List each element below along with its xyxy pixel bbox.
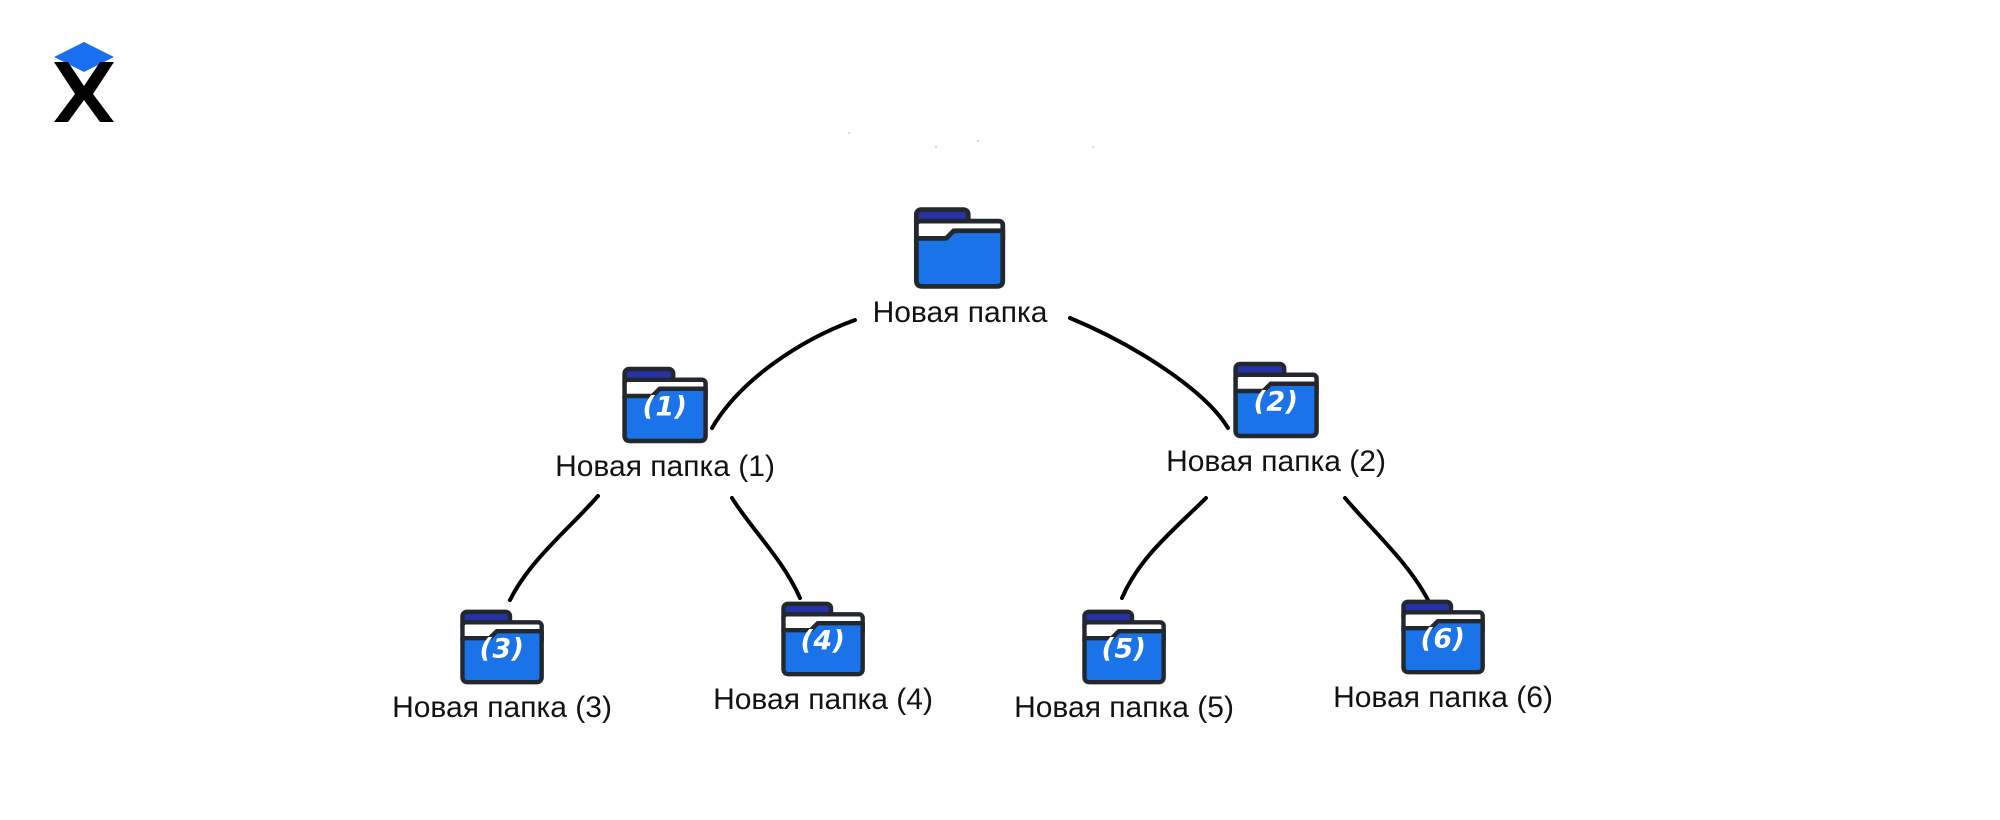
- edge-n1-n4: [730, 496, 802, 600]
- edge-n2-n5: [1120, 496, 1208, 600]
- folder-body: [1233, 381, 1319, 439]
- folder-icon: [1401, 599, 1485, 675]
- folder-body: [1082, 628, 1166, 685]
- folder-icon: [460, 609, 544, 685]
- folder-n1[interactable]: (1): [620, 365, 710, 445]
- node-label: Новая папка: [872, 296, 1048, 329]
- folder-n6[interactable]: (6): [1399, 598, 1487, 676]
- node-label: Новая папка (6): [1333, 681, 1553, 714]
- node-label: Новая папка (1): [555, 450, 775, 483]
- letter-x-icon: [54, 62, 114, 122]
- logo-svg: [54, 42, 114, 122]
- tree-node-n3[interactable]: (3) Новая папка (3): [392, 608, 612, 724]
- tree-node-n1[interactable]: (1) Новая папка (1): [555, 365, 775, 483]
- node-label: Новая папка (3): [392, 691, 612, 724]
- tree-node-n6[interactable]: (6) Новая папка (6): [1333, 598, 1553, 714]
- folder-body: [914, 228, 1006, 289]
- folder-n2[interactable]: (2): [1231, 360, 1321, 440]
- folder-n4[interactable]: (4): [779, 600, 867, 678]
- scan-speck: [935, 146, 937, 148]
- scan-speck: [1092, 146, 1094, 148]
- folder-body: [460, 628, 544, 685]
- edge-n2-n6: [1343, 496, 1430, 602]
- folder-n3[interactable]: (3): [458, 608, 546, 686]
- scan-speck: [977, 140, 979, 142]
- tree-node-n2[interactable]: (2) Новая папка (2): [1166, 360, 1386, 478]
- folder-icon: [622, 366, 708, 444]
- tree-node-root[interactable]: Новая папка: [872, 205, 1048, 329]
- edge-n1-n3: [508, 494, 600, 602]
- folder-icon: [1082, 609, 1166, 685]
- folder-body: [622, 386, 708, 444]
- tree-node-n4[interactable]: (4) Новая папка (4): [713, 600, 933, 716]
- tree-node-n5[interactable]: (5) Новая папка (5): [1014, 608, 1234, 724]
- folder-icon: [781, 601, 865, 677]
- folder-icon: [1233, 361, 1319, 439]
- folder-n5[interactable]: (5): [1080, 608, 1168, 686]
- node-label: Новая папка (5): [1014, 691, 1234, 724]
- folder-root[interactable]: [912, 205, 1008, 291]
- scan-speck: [848, 132, 850, 134]
- node-label: Новая папка (2): [1166, 445, 1386, 478]
- x-diamond-logo: [48, 40, 120, 122]
- folder-body: [1401, 618, 1485, 675]
- folder-icon: [914, 207, 1006, 289]
- folder-body: [781, 620, 865, 677]
- node-label: Новая папка (4): [713, 683, 933, 716]
